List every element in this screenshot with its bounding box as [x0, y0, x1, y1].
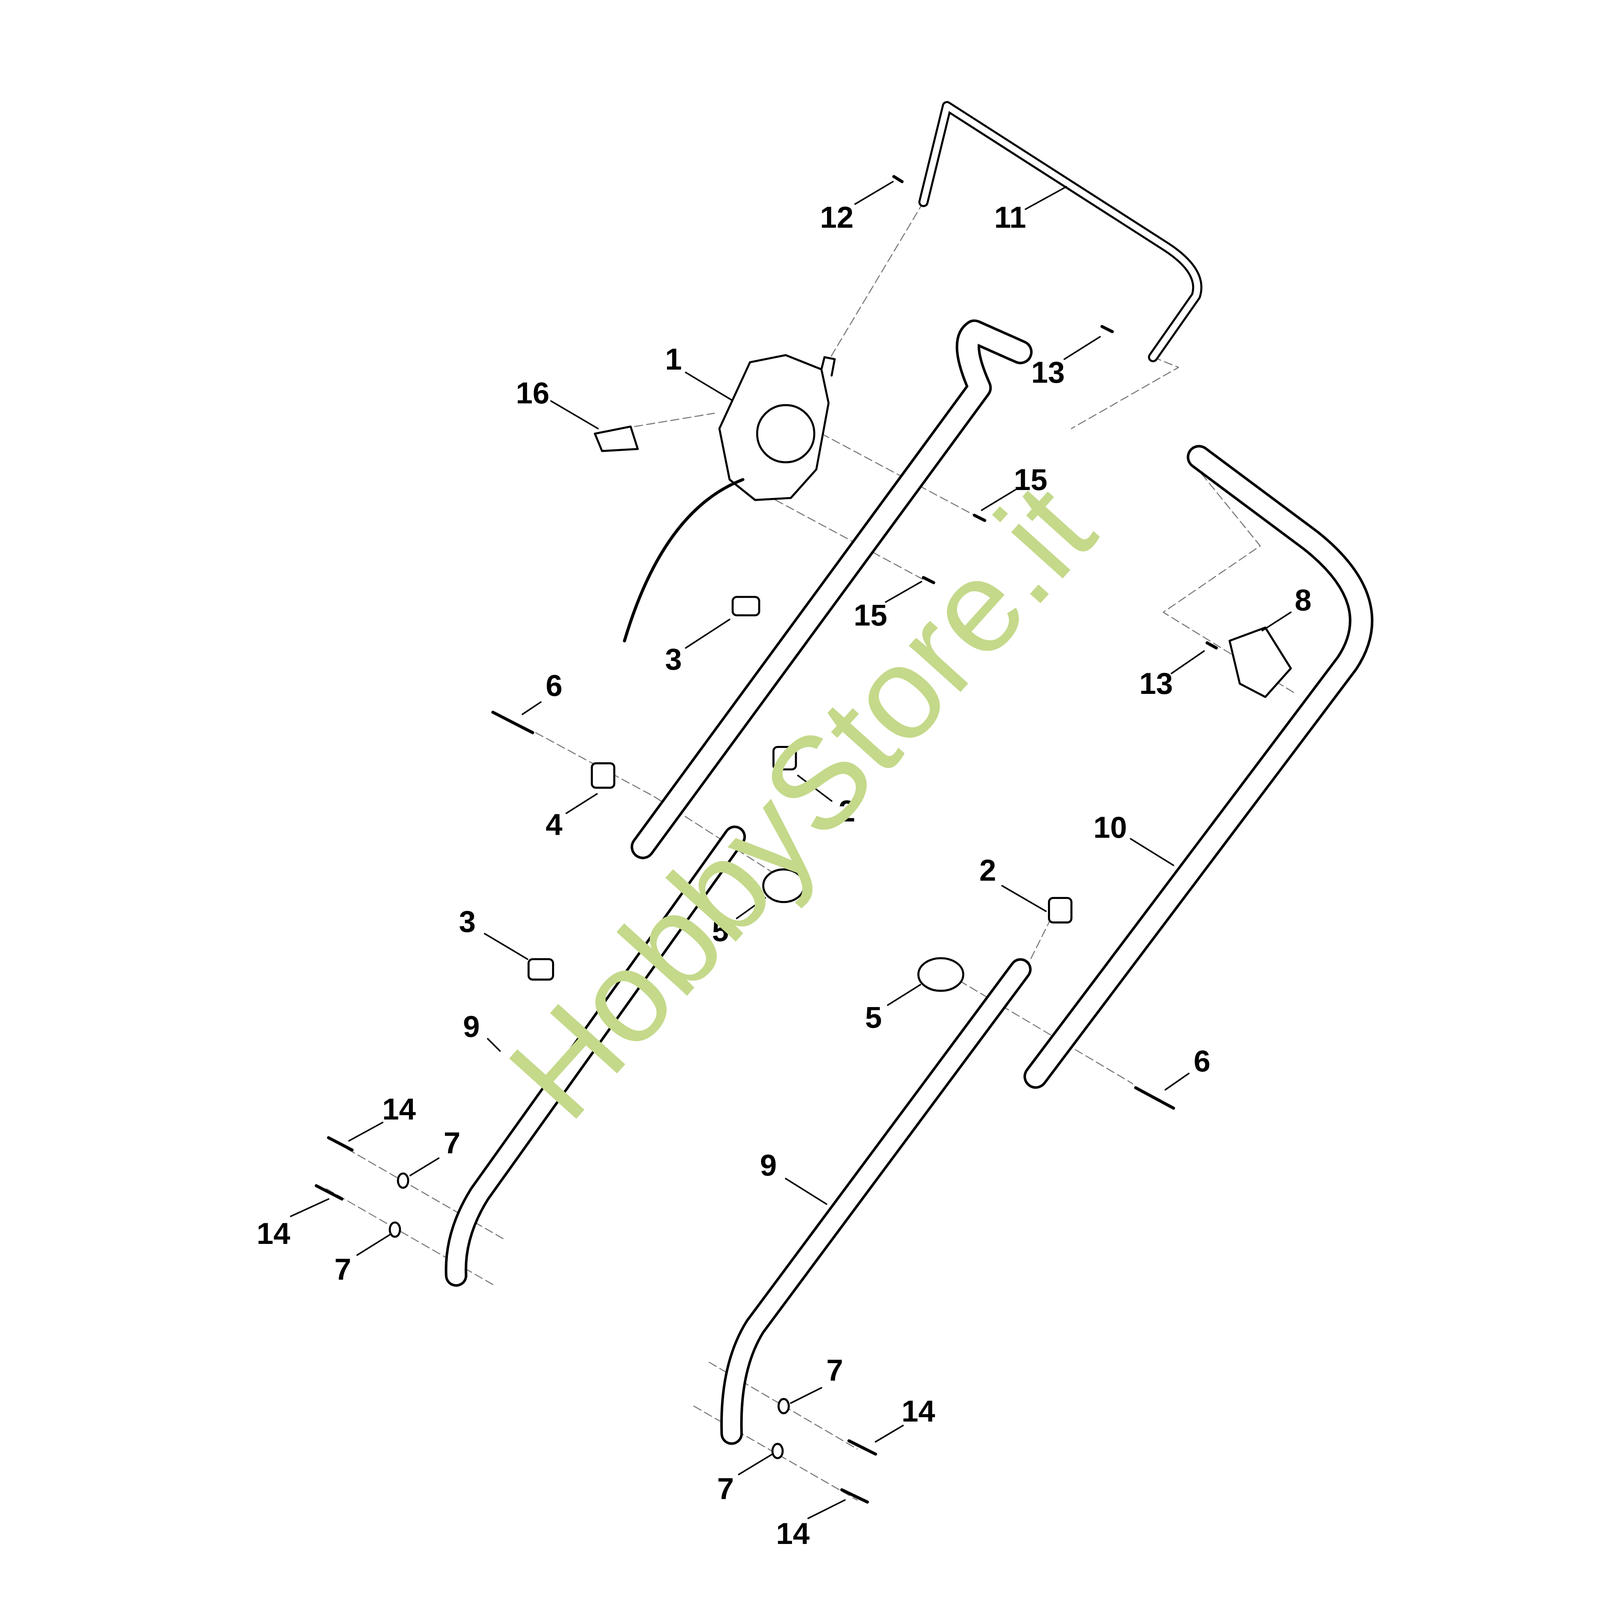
- callout-number: 12: [819, 202, 854, 233]
- callout-number: 14: [776, 1518, 810, 1549]
- callout-number: 3: [459, 906, 476, 937]
- callout-number: 7: [826, 1355, 843, 1386]
- callout-number: 9: [759, 1150, 777, 1181]
- callout-number: 14: [382, 1094, 417, 1125]
- callout-number: 2: [979, 855, 996, 886]
- callout-number: 16: [515, 377, 550, 409]
- callout-number: 9: [462, 1011, 480, 1042]
- callout-number: 7: [716, 1473, 734, 1504]
- callout-number: 8: [1294, 584, 1312, 616]
- callout-number: 7: [443, 1127, 461, 1159]
- callout-number: 14: [901, 1396, 936, 1427]
- callout-number: 13: [1139, 668, 1174, 699]
- callout-number: 13: [1031, 357, 1066, 388]
- watermark: HobbyStore.it: [486, 461, 1116, 1141]
- callout-number: 6: [1193, 1046, 1211, 1077]
- callout-number: 11: [994, 202, 1027, 233]
- callout-number: 4: [545, 809, 563, 840]
- callout-number: 14: [256, 1218, 291, 1249]
- callout-number: 3: [664, 644, 682, 675]
- callout-number: 5: [865, 1002, 882, 1033]
- callout-number: 6: [545, 670, 563, 701]
- callout-number: 10: [1093, 812, 1128, 843]
- callout-number: 7: [334, 1254, 352, 1285]
- callout-number: 1: [664, 344, 682, 375]
